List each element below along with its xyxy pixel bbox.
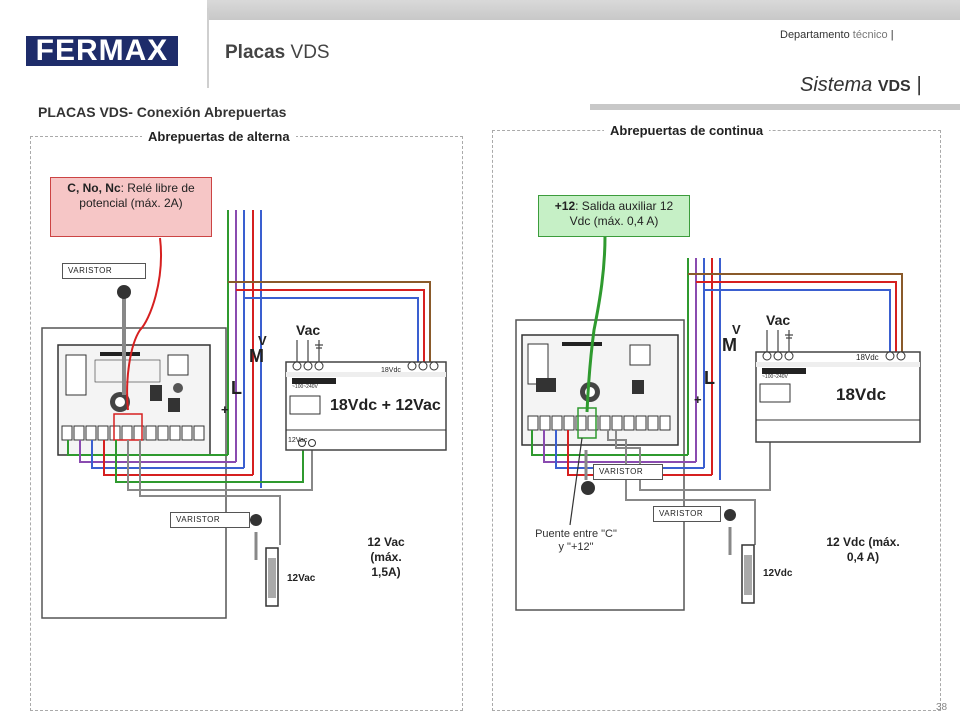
right-label-plus: + (694, 392, 702, 407)
left-psu-label: 18Vdc + 12Vac (330, 397, 441, 414)
brand-logo (26, 36, 178, 66)
right-label-m: M (722, 335, 737, 355)
right-varistor-bottom-label: VARISTOR (653, 506, 721, 522)
left-varistor-top (117, 285, 131, 395)
left-label-l: L (231, 378, 242, 398)
relay-callout-bold: C, No, Nc (67, 181, 121, 195)
brand-logo-text: FERMAX (35, 34, 169, 67)
page-number: 38 (936, 702, 948, 713)
right-voltage-label: 12 Vdc (máx. 0,4 A) (826, 535, 900, 564)
page-title-bold: Placas (225, 42, 286, 63)
right-vac-label: Vac (766, 312, 790, 328)
left-door-lock (250, 514, 279, 607)
section-title: PLACAS VDS- Conexión Abrepuertas (38, 104, 286, 120)
left-psu-input-label: ~100~240V (292, 384, 319, 390)
left-label-plus: + (221, 402, 229, 417)
left-panel-wires (67, 440, 313, 545)
right-panel-title: Abrepuertas de continua (604, 123, 770, 138)
right-callout-arrow (585, 235, 607, 413)
left-callout-arrow (126, 237, 162, 411)
left-power-supply (285, 361, 447, 451)
relay-callout: C, No, Nc: Relé libre de potencial (máx.… (50, 177, 212, 237)
left-label-m: M (249, 346, 264, 366)
left-label-v: V (258, 333, 267, 348)
header-divider (207, 8, 209, 88)
dept-main: Departamento (780, 29, 850, 41)
right-door-lock (724, 509, 755, 604)
left-supply-wires (227, 210, 431, 488)
aux-callout-text: : Salida auxiliar 12 Vdc (máx. 0,4 A) (569, 199, 674, 228)
right-varistor-top (581, 450, 595, 495)
bridge-note-pointer (569, 437, 583, 526)
aux-callout-bold: +12 (554, 199, 576, 213)
relay-callout-text: : Relé libre de potencial (máx. 2A) (79, 181, 195, 210)
right-lock-label: 12Vdc (763, 568, 793, 579)
left-panel-title: Abrepuertas de alterna (142, 129, 296, 144)
left-door-panel (41, 327, 227, 619)
left-psu-out1: 18Vdc (381, 367, 401, 374)
right-psu-label: 18Vdc (836, 385, 886, 404)
bridge-note: Puente entre "C" y "+12" (535, 528, 617, 553)
system-prefix: Sistema (800, 74, 873, 96)
left-voltage-label: 12 Vac (máx. 1,5A) (367, 535, 405, 579)
page-title-rest: VDS (290, 42, 330, 63)
right-supply-wires (687, 258, 903, 480)
left-varistor-bottom-label: VARISTOR (170, 512, 250, 528)
left-psu-out2: 12Vac (288, 437, 308, 444)
left-vac-label: Vac (296, 322, 320, 338)
right-psu-out1: 18Vdc (856, 353, 879, 362)
system-bold: VDS (877, 78, 911, 95)
header-underline (590, 104, 960, 110)
aux-callout: +12: Salida auxiliar 12 Vdc (máx. 0,4 A) (538, 195, 690, 237)
section-prefix: PLACAS VDS- (38, 104, 133, 120)
left-vac-input (296, 340, 323, 362)
header-bar (207, 0, 960, 20)
right-varistor-top-label: VARISTOR (593, 464, 663, 480)
right-psu-input-label: ~100~240V (762, 374, 789, 380)
right-label-v: V (732, 322, 741, 337)
system-label: Sistema VDS | (800, 74, 922, 96)
right-vac-input (766, 330, 793, 352)
left-varistor-top-label: VARISTOR (62, 263, 146, 279)
right-label-l: L (704, 368, 715, 388)
page-title: Placas VDS (225, 42, 330, 64)
dept-light: técnico (852, 29, 888, 41)
department-label: Departamento técnico | (780, 29, 894, 41)
section-name: Conexión Abrepuertas (136, 104, 287, 120)
left-lock-label: 12Vac (287, 573, 316, 584)
right-power-supply (755, 351, 921, 443)
